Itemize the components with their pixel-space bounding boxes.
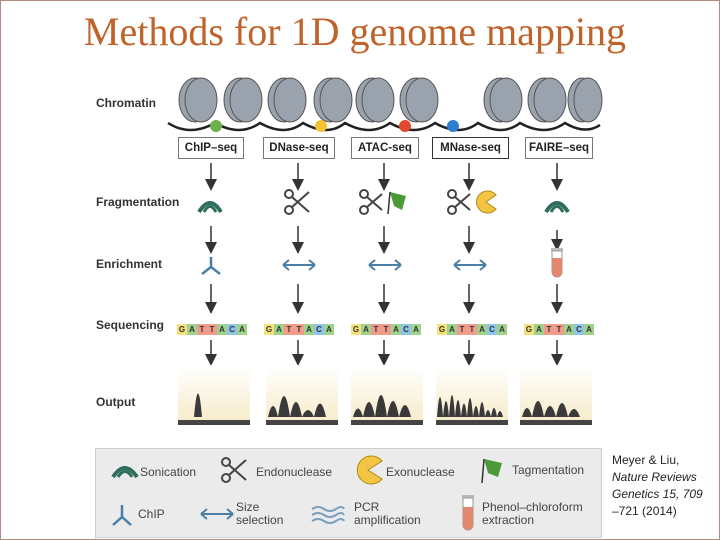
row-label-sequencing: Sequencing bbox=[96, 318, 165, 332]
row-label-output: Output bbox=[96, 395, 136, 409]
legend-endonuclease-label: Endonuclease bbox=[256, 465, 333, 479]
method-atac-seq: ATAC-seq bbox=[351, 137, 419, 159]
nucleosome-3 bbox=[267, 77, 307, 123]
pcr-amplification-icon bbox=[311, 506, 345, 524]
citation-authors: Meyer & Liu, bbox=[612, 453, 680, 467]
slide-title: Methods for 1D genome mapping bbox=[83, 9, 627, 54]
sonication-icon bbox=[544, 201, 570, 214]
legend-chip-label: ChIP bbox=[138, 507, 165, 521]
tf-blue-dot bbox=[447, 120, 459, 132]
tf-green-dot bbox=[210, 120, 222, 132]
nucleosome-2 bbox=[223, 77, 263, 123]
size-selection-icon bbox=[282, 259, 316, 271]
citation-volume: Genetics 15, 709 bbox=[612, 487, 703, 501]
tf-yellow-dot bbox=[315, 120, 327, 132]
nucleosome-4 bbox=[313, 77, 353, 123]
size-selection-icon bbox=[368, 259, 402, 271]
output-track-faire-seq bbox=[520, 365, 592, 425]
nucleosome-5 bbox=[355, 77, 395, 123]
nucleosome-9 bbox=[567, 77, 603, 123]
row-label-enrichment: Enrichment bbox=[96, 257, 163, 271]
size-selection-icon bbox=[453, 259, 487, 271]
sonication-icon bbox=[111, 466, 139, 479]
nucleosome-1 bbox=[178, 77, 218, 123]
citation-journal: Nature Reviews bbox=[612, 470, 697, 484]
exonuclease-icon bbox=[356, 455, 383, 485]
nucleosome-8 bbox=[527, 77, 567, 123]
legend-tagmentation-label: Tagmentation bbox=[512, 463, 585, 477]
legend-exonuclease-label: Exonuclease bbox=[386, 465, 455, 479]
row-label-fragmentation: Fragmentation bbox=[96, 195, 180, 209]
legend-sonication-label: Sonication bbox=[140, 465, 197, 479]
method-faire-seq: FAIRE–seq bbox=[525, 137, 593, 159]
test-tube-icon bbox=[462, 495, 474, 531]
row-label-chromatin: Chromatin bbox=[96, 96, 156, 110]
scissors-tagmentation-icon bbox=[359, 189, 406, 215]
size-selection-icon bbox=[200, 508, 234, 520]
sonication-icon bbox=[197, 201, 223, 214]
nucleosome-6 bbox=[399, 77, 439, 123]
method-mnase-seq: MNase-seq bbox=[432, 137, 509, 159]
method-chip-seq: ChIP–seq bbox=[178, 137, 244, 159]
scissors-icon bbox=[221, 457, 247, 483]
output-track-mnase-seq bbox=[436, 365, 508, 425]
legend-panel: Sonication Endonuclease Exonuclease Tagm… bbox=[95, 448, 602, 538]
antibody-icon bbox=[112, 505, 132, 526]
antibody-icon bbox=[201, 257, 221, 275]
output-tracks bbox=[178, 365, 592, 425]
tagmentation-icon bbox=[481, 458, 502, 484]
test-tube-icon bbox=[551, 248, 563, 278]
citation: Meyer & Liu, Nature Reviews Genetics 15,… bbox=[612, 452, 703, 520]
scissors-icon bbox=[284, 189, 310, 215]
tf-red-dot bbox=[399, 120, 411, 132]
scissors-exonuclease-icon bbox=[447, 189, 497, 215]
output-track-chip-seq bbox=[178, 365, 250, 425]
citation-pages: –721 (2014) bbox=[612, 504, 677, 518]
method-dnase-seq: DNase-seq bbox=[263, 137, 335, 159]
output-track-atac-seq bbox=[351, 365, 423, 425]
output-track-dnase-seq bbox=[266, 365, 338, 425]
nucleosome-7 bbox=[483, 77, 523, 123]
chromatin-illustration bbox=[167, 77, 603, 132]
